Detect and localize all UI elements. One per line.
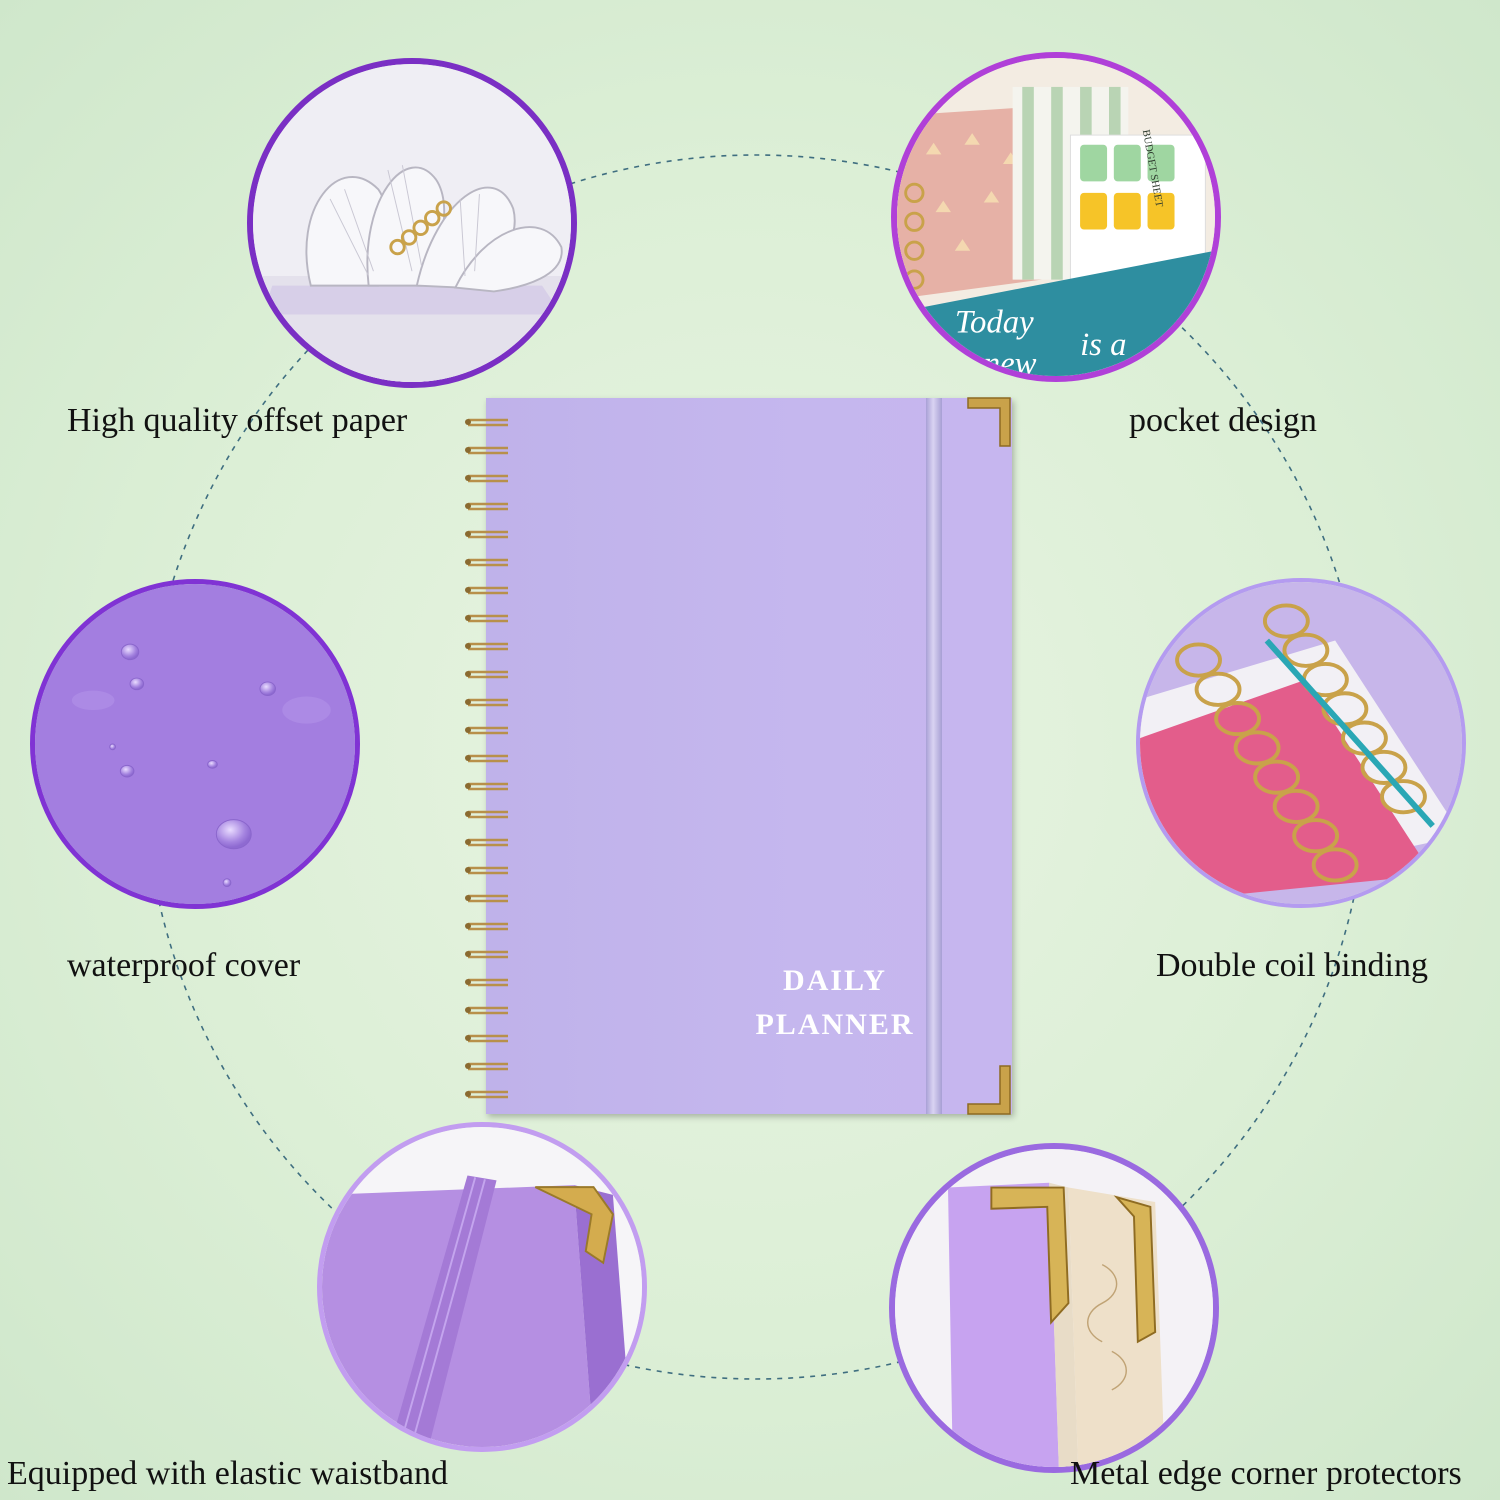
feature-label-cover: waterproof cover bbox=[67, 947, 301, 984]
feature-elastic-photo bbox=[317, 1122, 647, 1452]
feature-paper-photo bbox=[247, 58, 577, 388]
feature-coil-photo bbox=[1136, 578, 1466, 908]
cover-title-line2: PLANNER bbox=[755, 1008, 915, 1041]
pocket-text-line1: Today bbox=[955, 305, 1034, 341]
metal-corner-top bbox=[967, 397, 1011, 447]
spiral-coil-binding bbox=[465, 418, 508, 1099]
feature-label-coil: Double coil binding bbox=[1156, 947, 1428, 984]
cover-title-line1: DAILY bbox=[783, 964, 887, 997]
pocket-text-line2: is a bbox=[1080, 327, 1126, 363]
feature-label-pocket: pocket design bbox=[1129, 402, 1317, 439]
feature-pocket-photo: Today is a new BUDGET SHEET bbox=[891, 52, 1221, 382]
feature-cover-photo bbox=[30, 579, 360, 909]
daily-planner-notebook bbox=[486, 398, 1012, 1114]
metal-corner-bottom bbox=[967, 1065, 1011, 1115]
feature-label-elastic: Equipped with elastic waistband bbox=[7, 1455, 448, 1492]
feature-label-corners: Metal edge corner protectors bbox=[1070, 1455, 1462, 1492]
feature-label-paper: High quality offset paper bbox=[67, 402, 408, 439]
elastic-band bbox=[926, 398, 942, 1114]
feature-corners-photo bbox=[889, 1143, 1219, 1473]
